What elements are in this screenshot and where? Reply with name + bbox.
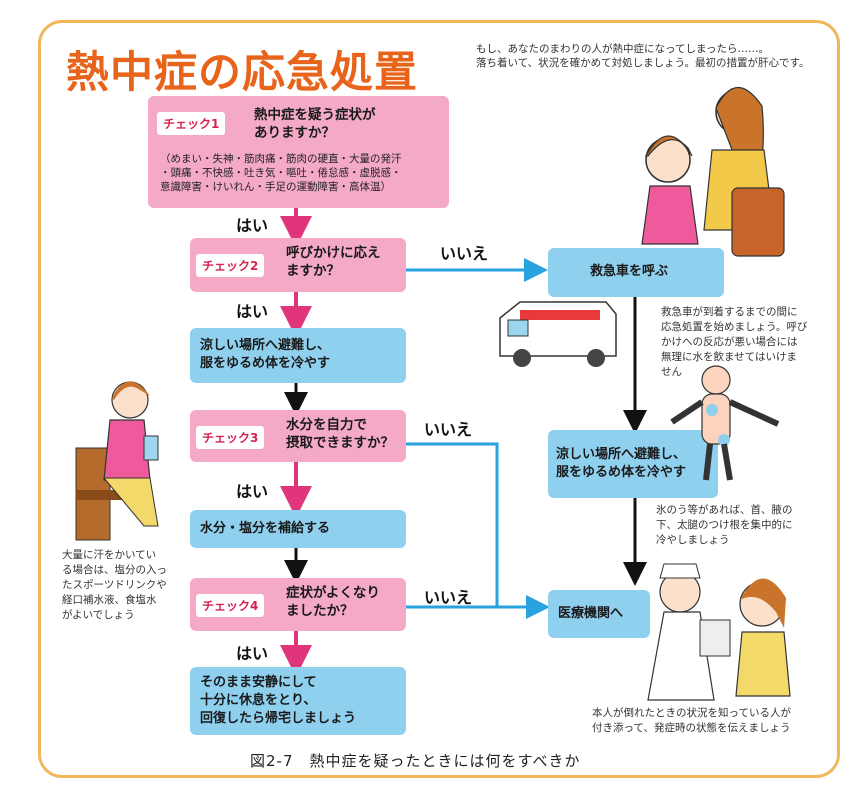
ambulance-text: 救急車を呼ぶ <box>590 264 669 279</box>
ambulance-illustration <box>499 301 617 367</box>
no-label: いいえ <box>424 588 473 607</box>
check4-badge: チェック4 <box>196 594 265 617</box>
yes-label: はい <box>236 302 269 321</box>
check3-question-line: 水分を自力で <box>286 417 367 433</box>
yes-label: はい <box>236 482 269 501</box>
rest-line: そのまま安静にして <box>200 675 317 690</box>
note-line: 氷のう等があれば、首、腋の <box>656 504 793 516</box>
ice-note: 氷のう等があれば、首、腋の 下、太腿のつけ根を集中的に 冷やしましょう <box>656 503 826 548</box>
hydrate-text: 水分・塩分を補給する <box>200 521 331 536</box>
note-line: 応急処置を始めましょう。呼び <box>661 321 808 333</box>
cool-down-text: 涼しい場所へ避難し、 服をゆるめ体を冷やす <box>200 337 330 373</box>
no-label: いいえ <box>424 420 473 439</box>
rest-line: 回復したら帰宅しましょう <box>200 711 357 726</box>
intro-text: もし、あなたのまわりの人が熱中症になってしまったら……。 落ち着いて、状況を確か… <box>476 42 826 70</box>
ambulance-box <box>548 248 724 297</box>
note-line: 救急車が到着するまでの間に <box>661 306 798 318</box>
note-line: がよいでしょう <box>62 609 135 621</box>
note-line: たスポーツドリンクや <box>62 579 167 591</box>
note-line: 冷やしましょう <box>656 534 730 546</box>
rest-line: 十分に休息をとり、 <box>200 693 317 708</box>
cool-right-text: 涼しい場所へ避難し、 服をゆるめ体を冷やす <box>556 446 686 482</box>
intro-line: もし、あなたのまわりの人が熱中症になってしまったら……。 <box>476 43 770 55</box>
body-figure-illustration <box>670 365 780 481</box>
note-line: 本人が倒れたときの状況を知っている人が <box>592 707 791 719</box>
cool-right-line: 涼しい場所へ避難し、 <box>556 447 687 462</box>
page-title: 熱中症の応急処置 <box>66 48 418 98</box>
no-arrow <box>406 442 499 607</box>
cool-down-box <box>190 328 406 383</box>
note-line: かけへの反応が悪い場合には <box>661 336 798 348</box>
sweat-note: 大量に汗をかいてい る場合は、塩分の入っ たスポーツドリンクや 経口補水液、食塩… <box>62 548 182 623</box>
check1-question: 熱中症を疑う症状が ありますか？ <box>254 106 376 142</box>
note-line: 経口補水液、食塩水 <box>62 594 157 606</box>
note-line: せん <box>661 366 682 378</box>
cool-right-box <box>548 430 718 498</box>
cool-down-line: 涼しい場所へ避難し、 <box>200 338 331 353</box>
symptom-line: ・頭痛・不快感・吐き気・嘔吐・倦怠感・虚脱感・ <box>160 167 402 179</box>
check2-question: 呼びかけに応え ますか？ <box>286 244 381 280</box>
note-line: 大量に汗をかいてい <box>62 549 157 561</box>
check2-question-line: 呼びかけに応え <box>286 245 381 261</box>
rest-box <box>190 667 406 735</box>
check4-question: 症状がよくなり ましたか？ <box>286 584 380 620</box>
note-line: 無理に水を飲ませてはいけま <box>661 351 797 363</box>
witness-note: 本人が倒れたときの状況を知っている人が 付き添って、発症時の状態を伝えましょう <box>592 706 832 736</box>
check1-question-line: 熱中症を疑う症状が <box>254 107 376 123</box>
cool-down-line: 服をゆるめ体を冷やす <box>200 356 331 371</box>
check1-badge: チェック1 <box>157 112 226 135</box>
check2-question-line: ますか？ <box>286 263 340 279</box>
check1-symptoms: （めまい・失神・筋肉痛・筋肉の硬直・大量の発汗 ・頭痛・不快感・吐き気・嘔吐・倦… <box>160 152 446 194</box>
check4-question-line: 症状がよくなり <box>286 585 380 601</box>
note-line: 付き添って、発症時の状態を伝えましょう <box>592 722 791 734</box>
helper-illustration <box>641 87 785 257</box>
nurse-illustration <box>647 563 791 701</box>
note-line: る場合は、塩分の入っ <box>62 564 167 576</box>
no-label: いいえ <box>440 244 489 263</box>
hospital-text: 医療機関へ <box>558 606 624 621</box>
ambulance-note: 救急車が到着するまでの間に 応急処置を始めましょう。呼び かけへの反応が悪い場合… <box>661 305 821 380</box>
rest-text: そのまま安静にして 十分に休息をとり、 回復したら帰宅しましょう <box>200 674 356 728</box>
check1-question-line: ありますか？ <box>254 125 335 141</box>
check4-question-line: ましたか？ <box>286 603 354 619</box>
hydrate-box <box>190 510 406 548</box>
figure-caption: 図2-7 熱中症を疑ったときには何をすべきか <box>250 752 581 770</box>
drinking-girl-illustration <box>75 381 159 541</box>
symptom-line: 意識障害・けいれん・手足の運動障害・高体温） <box>160 181 391 193</box>
symptom-line: （めまい・失神・筋肉痛・筋肉の硬直・大量の発汗 <box>160 153 402 165</box>
yes-label: はい <box>236 644 269 663</box>
check2-badge: チェック2 <box>196 254 265 277</box>
intro-line: 落ち着いて、状況を確かめて対処しましょう。最初の措置が肝心です。 <box>476 57 810 69</box>
yes-label: はい <box>236 216 269 235</box>
check3-question: 水分を自力で 摂取できますか？ <box>286 416 394 452</box>
cool-right-line: 服をゆるめ体を冷やす <box>556 465 687 480</box>
check3-badge: チェック3 <box>196 426 265 449</box>
hospital-box <box>548 590 650 638</box>
check3-question-line: 摂取できますか？ <box>286 435 394 451</box>
note-line: 下、太腿のつけ根を集中的に <box>656 519 793 531</box>
